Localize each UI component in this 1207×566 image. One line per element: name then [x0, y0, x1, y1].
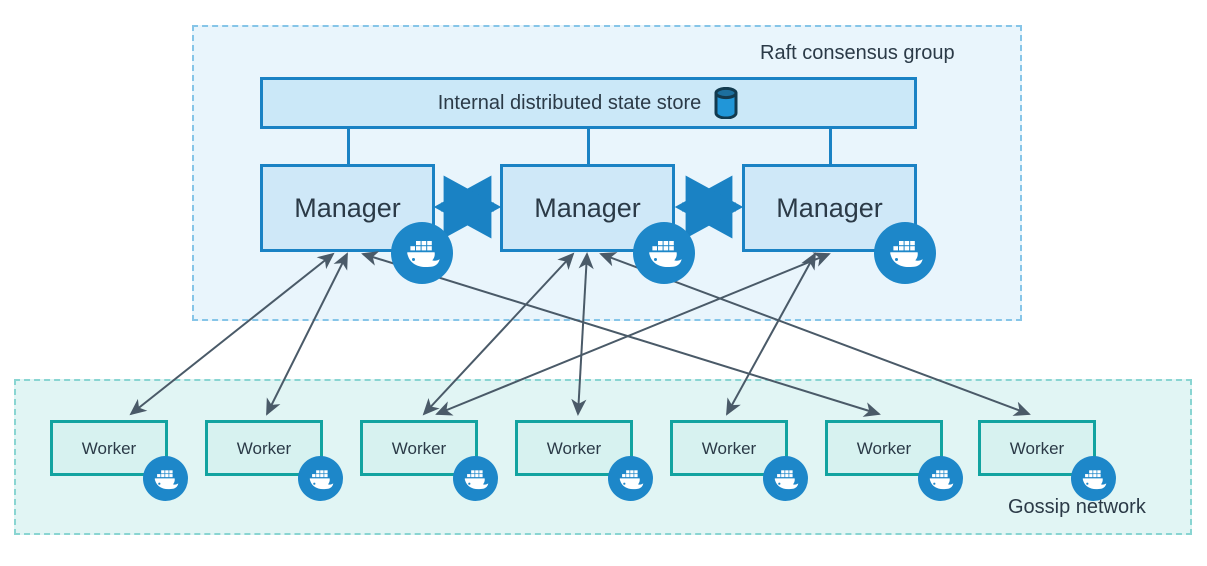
docker-whale-icon-worker-3	[453, 456, 498, 501]
connector-statestore-to-manager-1	[347, 126, 350, 166]
docker-whale-icon-worker-2	[298, 456, 343, 501]
worker-node-7[interactable]: Worker	[978, 420, 1096, 476]
docker-whale-icon-manager-2	[633, 222, 695, 284]
worker-node-4-label: Worker	[546, 438, 602, 458]
manager-node-1-label: Manager	[294, 192, 401, 223]
docker-whale-icon-worker-4	[608, 456, 653, 501]
worker-node-7-label: Worker	[1009, 438, 1065, 458]
internal-distributed-state-store-box[interactable]: Internal distributed state store	[260, 77, 917, 129]
docker-whale-icon-worker-6	[918, 456, 963, 501]
worker-node-5-label: Worker	[701, 438, 757, 458]
gossip-network-label: Gossip network	[1008, 496, 1146, 518]
docker-whale-glyph	[405, 241, 440, 267]
connector-statestore-to-manager-3	[829, 126, 832, 166]
worker-node-1-label: Worker	[81, 438, 137, 458]
docker-whale-icon-worker-5	[763, 456, 808, 501]
manager-node-2-label: Manager	[534, 192, 641, 223]
docker-whale-icon-worker-1	[143, 456, 188, 501]
raft-consensus-group-label: Raft consensus group	[760, 42, 955, 64]
manager-node-3-label: Manager	[776, 192, 883, 223]
worker-node-2-label: Worker	[236, 438, 292, 458]
docker-whale-icon-manager-1	[391, 222, 453, 284]
connector-statestore-to-manager-2	[587, 126, 590, 166]
worker-node-3-label: Worker	[391, 438, 447, 458]
database-cylinder-icon	[713, 86, 739, 120]
state-store-label: Internal distributed state store	[437, 91, 702, 114]
docker-whale-icon-worker-7	[1071, 456, 1116, 501]
docker-whale-icon-manager-3	[874, 222, 936, 284]
worker-node-6-label: Worker	[856, 438, 912, 458]
